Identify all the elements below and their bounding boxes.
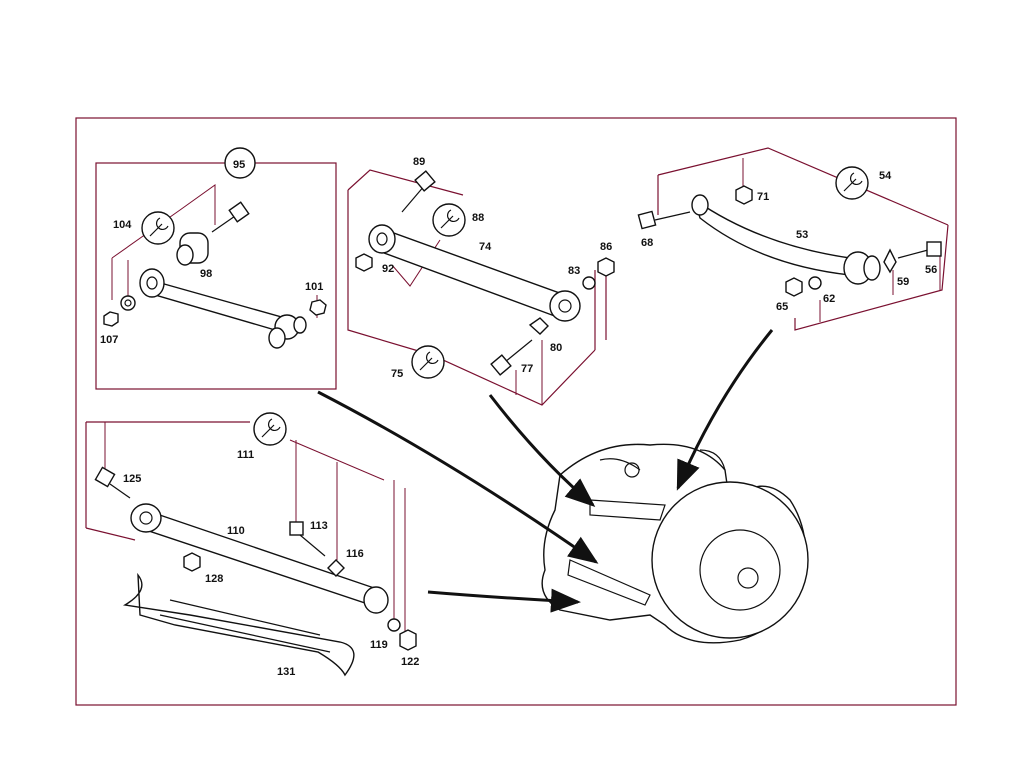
part-label: 111 bbox=[237, 449, 254, 461]
part-label: 113 bbox=[310, 520, 328, 532]
part-label: 116 bbox=[346, 548, 364, 560]
part-label: 122 bbox=[401, 656, 419, 668]
part-label: 59 bbox=[897, 276, 909, 288]
part-label: 77 bbox=[521, 363, 533, 375]
part-label: 75 bbox=[391, 368, 403, 380]
wrench-icon bbox=[432, 203, 466, 237]
part-label: 80 bbox=[550, 342, 562, 354]
wrench-icon bbox=[253, 412, 287, 446]
group-95-box bbox=[95, 147, 337, 390]
part-label: 107 bbox=[100, 334, 118, 346]
part-label: 104 bbox=[113, 219, 132, 231]
part-label: 53 bbox=[796, 229, 808, 241]
part-labels: 95 104 98 101 107 89 88 74 92 86 83 80 7… bbox=[100, 156, 937, 678]
part-label: 74 bbox=[479, 241, 492, 253]
part-label: 65 bbox=[776, 301, 788, 313]
bushing-part bbox=[176, 232, 209, 266]
rear-axle-assembly bbox=[541, 443, 809, 644]
outer-frame bbox=[75, 117, 957, 706]
part-label: 95 bbox=[233, 159, 245, 171]
part-label: 68 bbox=[641, 237, 653, 249]
control-arm-part bbox=[139, 268, 307, 349]
group-110-box bbox=[85, 412, 417, 677]
part-label: 88 bbox=[472, 212, 484, 224]
bolt-part bbox=[211, 201, 250, 233]
group-74-box bbox=[347, 169, 615, 406]
control-arm-part bbox=[691, 194, 881, 285]
part-label: 98 bbox=[200, 268, 212, 280]
crossmember-part bbox=[122, 572, 355, 677]
part-label: 86 bbox=[600, 241, 612, 253]
part-label: 92 bbox=[382, 263, 394, 275]
part-label: 110 bbox=[227, 525, 245, 537]
part-label: 119 bbox=[370, 639, 388, 651]
wrench-icon bbox=[141, 211, 175, 245]
part-label: 71 bbox=[757, 191, 769, 203]
part-label: 131 bbox=[277, 666, 295, 678]
part-label: 83 bbox=[568, 265, 580, 277]
part-label: 54 bbox=[879, 170, 892, 182]
part-label: 62 bbox=[823, 293, 835, 305]
part-label: 89 bbox=[413, 156, 425, 168]
group-53-box bbox=[637, 147, 949, 331]
control-arm-part bbox=[130, 503, 389, 614]
part-label: 125 bbox=[123, 473, 141, 485]
part-label: 56 bbox=[925, 264, 937, 276]
wrench-icon bbox=[835, 166, 869, 200]
pointer-arrows bbox=[317, 329, 774, 613]
part-label: 128 bbox=[205, 573, 223, 585]
wrench-icon bbox=[411, 345, 445, 379]
control-arm-part bbox=[368, 224, 581, 322]
part-label: 101 bbox=[305, 281, 323, 293]
